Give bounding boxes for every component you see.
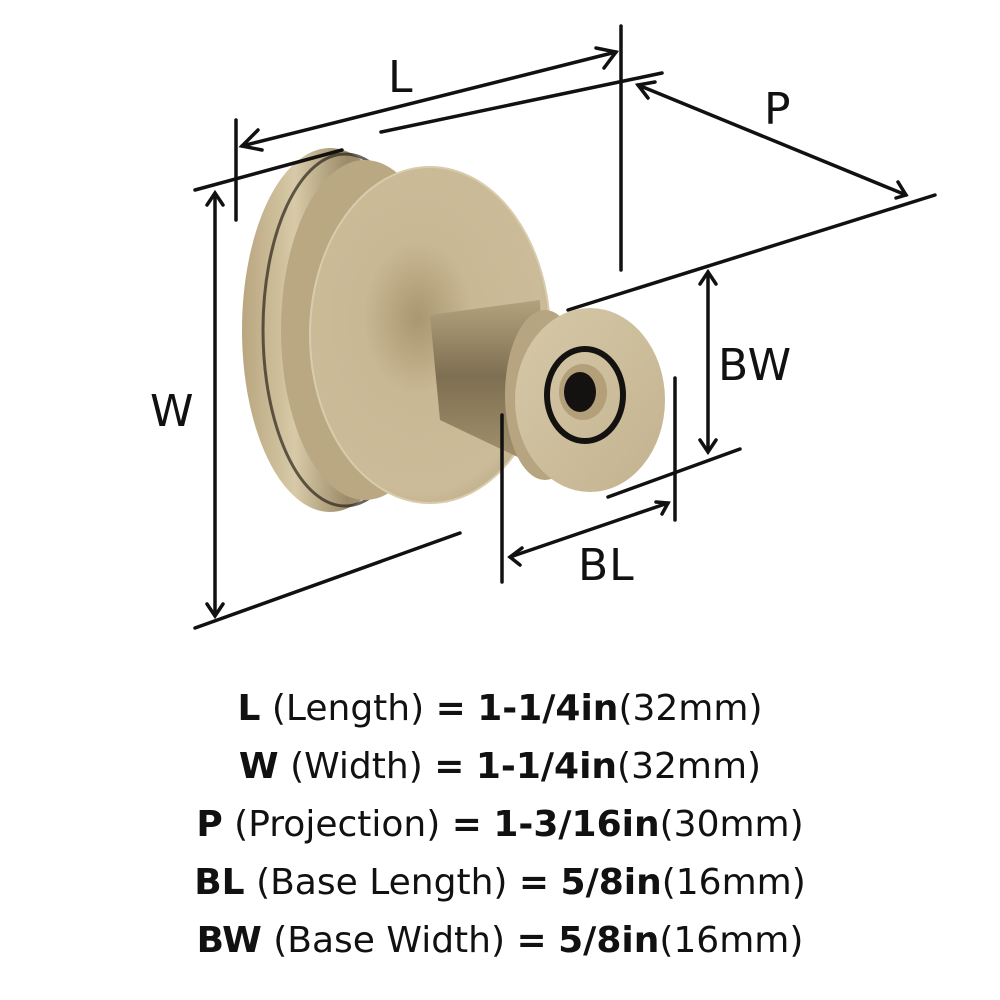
spec-row-width: W (Width) = 1-1/4in(32mm) — [0, 738, 1000, 796]
spec-inches: 1-1/4in — [475, 746, 618, 787]
spec-row-projection: P (Projection) = 1-3/16in(30mm) — [0, 796, 1000, 854]
spec-abbr: L — [237, 688, 261, 729]
dimension-diagram: L P W BW BL — [150, 24, 937, 630]
spec-equals: = — [451, 804, 482, 845]
spec-row-base-width: BW (Base Width) = 5/8in(16mm) — [0, 912, 1000, 970]
dimension-label-base-width: BW — [718, 340, 793, 391]
spec-equals: = — [518, 862, 550, 903]
spec-inches: 1-1/4in — [477, 688, 619, 729]
spec-inches: 5/8in — [558, 920, 660, 961]
spec-millimeters: (30mm) — [659, 804, 804, 845]
spec-equals: = — [435, 688, 466, 729]
dimension-label-base-length: BL — [578, 540, 635, 591]
spec-inches: 5/8in — [560, 862, 662, 903]
spec-abbr: BW — [196, 920, 262, 961]
spec-inches: 1-3/16in — [493, 804, 660, 845]
spec-millimeters: (16mm) — [659, 920, 804, 961]
spec-abbr: BL — [194, 862, 245, 903]
specifications-list: L (Length) = 1-1/4in(32mm) W (Width) = 1… — [0, 680, 1000, 970]
spec-millimeters: (16mm) — [661, 862, 806, 903]
spec-equals: = — [434, 746, 465, 787]
spec-description: (Width) — [290, 746, 423, 787]
dimension-label-length: L — [388, 52, 414, 103]
screw-hole — [564, 372, 596, 412]
base-ring — [544, 346, 626, 444]
knob-illustration — [193, 24, 937, 630]
dimension-lines — [193, 24, 937, 630]
spec-abbr: P — [196, 804, 223, 845]
spec-millimeters: (32mm) — [617, 746, 762, 787]
spec-description: (Base Length) — [256, 862, 508, 903]
spec-description: (Base Width) — [273, 920, 506, 961]
dimension-label-width: W — [150, 386, 195, 437]
spec-description: (Projection) — [234, 804, 441, 845]
dimension-label-projection: P — [764, 84, 792, 135]
spec-description: (Length) — [271, 688, 425, 729]
spec-row-base-length: BL (Base Length) = 5/8in(16mm) — [0, 854, 1000, 912]
spec-row-length: L (Length) = 1-1/4in(32mm) — [0, 680, 1000, 738]
spec-equals: = — [516, 920, 547, 961]
spec-abbr: W — [238, 746, 279, 787]
spec-millimeters: (32mm) — [618, 688, 763, 729]
